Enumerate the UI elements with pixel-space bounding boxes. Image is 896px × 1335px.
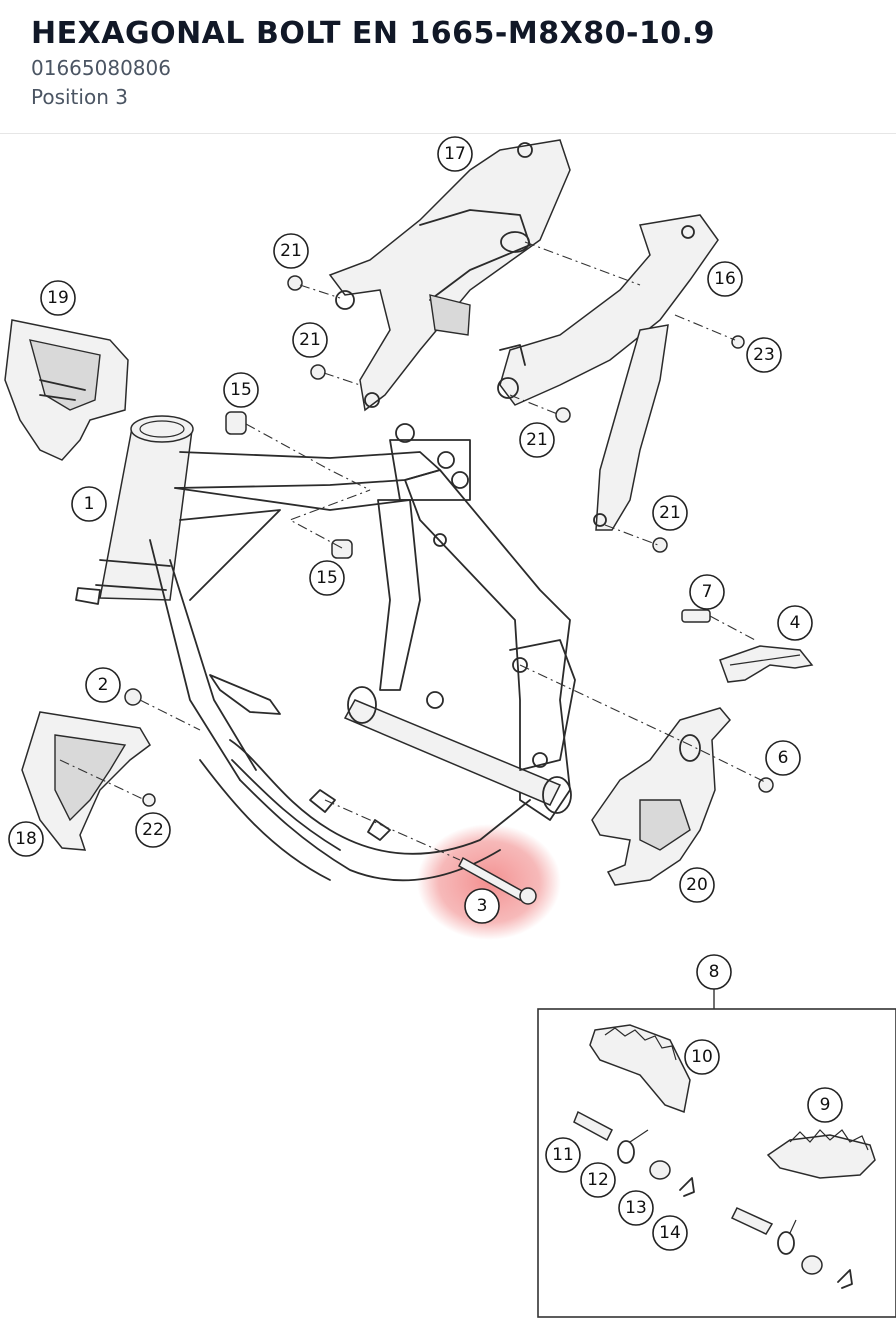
svg-text:9: 9 [820, 1095, 831, 1115]
svg-text:22: 22 [142, 820, 164, 840]
svg-text:21: 21 [299, 330, 321, 350]
guard-18-part[interactable] [21, 711, 151, 851]
callout-21-a[interactable]: 21 [273, 233, 309, 269]
svg-text:17: 17 [444, 144, 466, 164]
svg-text:1: 1 [84, 494, 95, 514]
callout-13[interactable]: 13 [618, 1190, 654, 1226]
callout-21-b[interactable]: 21 [292, 322, 328, 358]
callout-6[interactable]: 6 [765, 740, 801, 776]
pin-11-part[interactable] [573, 1110, 774, 1235]
callout-15-lower[interactable]: 15 [309, 560, 345, 596]
svg-text:20: 20 [686, 875, 708, 895]
bolt-7[interactable] [681, 609, 711, 623]
svg-text:14: 14 [659, 1223, 681, 1243]
part-title: HEXAGONAL BOLT EN 1665-M8X80-10.9 [31, 16, 715, 51]
subframe-right-part[interactable] [497, 214, 719, 531]
callout-18[interactable]: 18 [8, 821, 44, 857]
svg-text:11: 11 [552, 1145, 574, 1165]
svg-text:19: 19 [47, 288, 69, 308]
callout-21-d[interactable]: 21 [652, 495, 688, 531]
clip-14-part[interactable] [679, 1177, 853, 1289]
svg-text:13: 13 [625, 1198, 647, 1218]
bolt-21-a[interactable] [287, 275, 303, 291]
svg-text:18: 18 [15, 829, 37, 849]
svg-text:6: 6 [778, 748, 789, 768]
callout-4[interactable]: 4 [777, 605, 813, 641]
callout-10[interactable]: 10 [684, 1039, 720, 1075]
svg-text:10: 10 [691, 1047, 713, 1067]
callout-8[interactable]: 8 [696, 954, 732, 990]
chain-guide-4-part[interactable] [719, 645, 814, 683]
bolt-21-d[interactable] [652, 537, 668, 553]
callout-21-c[interactable]: 21 [519, 422, 555, 458]
part-number: 01665080806 [31, 56, 171, 80]
callout-22[interactable]: 22 [135, 812, 171, 848]
position-label: Position 3 [31, 85, 128, 109]
callout-12[interactable]: 12 [580, 1162, 616, 1198]
bracket-20-part[interactable] [591, 707, 731, 886]
svg-text:16: 16 [714, 269, 736, 289]
callout-16[interactable]: 16 [707, 261, 743, 297]
svg-text:23: 23 [753, 345, 775, 365]
svg-text:15: 15 [316, 568, 338, 588]
svg-text:15: 15 [230, 380, 252, 400]
washer-13-part[interactable] [649, 1160, 823, 1275]
footpeg-10-part[interactable] [589, 1024, 691, 1114]
assembly-lines [59, 241, 766, 861]
callout-14[interactable]: 14 [652, 1215, 688, 1251]
bolt-15-upper[interactable] [225, 411, 247, 435]
svg-text:12: 12 [587, 1170, 609, 1190]
exploded-parts-diagram: 1 2 3 4 6 7 8 9 10 11 12 13 14 15 15 16 … [4, 136, 896, 1318]
svg-text:21: 21 [659, 503, 681, 523]
callout-17[interactable]: 17 [437, 136, 473, 172]
svg-text:21: 21 [280, 241, 302, 261]
callout-11[interactable]: 11 [545, 1137, 581, 1173]
washer-2[interactable] [124, 688, 142, 706]
svg-text:2: 2 [98, 675, 109, 695]
callout-9[interactable]: 9 [807, 1087, 843, 1123]
bolt-21-b[interactable] [310, 364, 326, 380]
callout-7[interactable]: 7 [689, 574, 725, 610]
cover-19-part[interactable] [4, 319, 129, 461]
callout-1[interactable]: 1 [71, 486, 107, 522]
callout-23[interactable]: 23 [746, 337, 782, 373]
spring-12-part[interactable] [617, 1129, 797, 1255]
frame-part[interactable] [75, 415, 576, 882]
hex-bolt-3[interactable] [458, 856, 537, 905]
svg-text:3: 3 [477, 896, 488, 916]
bolt-21-c[interactable] [555, 407, 571, 423]
svg-text:8: 8 [709, 962, 720, 982]
callout-19[interactable]: 19 [40, 280, 76, 316]
callout-2[interactable]: 2 [85, 667, 121, 703]
bolt-23[interactable] [731, 335, 745, 349]
bolt-22[interactable] [142, 793, 156, 807]
nut-15-lower[interactable] [331, 539, 353, 559]
bolt-6[interactable] [758, 777, 774, 793]
callout-15-upper[interactable]: 15 [223, 372, 259, 408]
svg-text:7: 7 [702, 582, 713, 602]
part-header: HEXAGONAL BOLT EN 1665-M8X80-10.9 016650… [0, 0, 896, 134]
svg-text:4: 4 [790, 613, 801, 633]
callout-20[interactable]: 20 [679, 867, 715, 903]
footpeg-9-part[interactable] [766, 1129, 876, 1179]
svg-text:21: 21 [526, 430, 548, 450]
subframe-left-part[interactable] [328, 139, 571, 412]
callout-3-selected[interactable]: 3 [464, 888, 500, 924]
